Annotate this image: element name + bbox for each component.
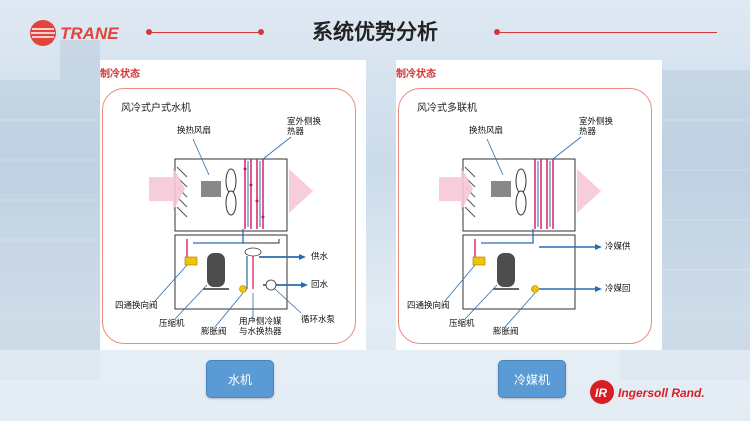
ingersoll-rand-logo: IR Ingersoll Rand. (590, 380, 705, 404)
label-return: 回水 (311, 280, 329, 290)
trane-logo: TRANE (30, 20, 119, 46)
label-expansion: 膨胀阀 (201, 327, 227, 337)
state-label: 制冷状态 (396, 69, 436, 80)
title-dot-left (146, 29, 152, 35)
label-four-way: 四通换向阀 (115, 301, 158, 311)
svg-text:IR: IR (595, 386, 607, 400)
label-compressor: 压缩机 (449, 319, 475, 329)
label-user-hx: 用户侧冷媒 与水换热器 (239, 317, 282, 337)
vrf-diagram (439, 136, 602, 328)
label-pump: 循环水泵 (301, 315, 336, 325)
water-chiller-diagram (149, 136, 313, 328)
title-dot-left-end (258, 29, 264, 35)
label-refrigerant-supply: 冷媒供 (605, 242, 631, 252)
label-outdoor-hx: 室外侧换 热器 (579, 117, 614, 137)
title-rule-left (150, 32, 260, 33)
panel-vrf: 制冷状态 风冷式多联机 (396, 60, 662, 350)
label-compressor: 压缩机 (159, 319, 185, 329)
label-refrigerant-return: 冷媒回 (605, 284, 631, 294)
diagram-frame: 风冷式户式水机 (102, 88, 356, 344)
title-rule-right (497, 32, 717, 33)
header: TRANE 系统优势分析 (0, 0, 750, 62)
label-fan: 换热风扇 (177, 126, 212, 136)
page-title: 系统优势分析 (312, 20, 438, 44)
label-expansion: 膨胀阀 (493, 327, 519, 337)
label-outdoor-hx: 室外侧换 热器 (287, 117, 322, 137)
brand-text: TRANE (60, 24, 119, 43)
panel-water-chiller: 制冷状态 风冷式户式水机 (100, 60, 366, 350)
water-chiller-button[interactable]: 水机 (206, 360, 274, 398)
ir-brand-text: Ingersoll Rand. (618, 386, 705, 400)
state-label: 制冷状态 (100, 69, 140, 80)
refrigerant-button[interactable]: 冷媒机 (498, 360, 566, 398)
diagram-frame: 风冷式多联机 (398, 88, 652, 344)
diagram-title: 风冷式多联机 (417, 103, 477, 114)
label-four-way: 四通换向阀 (407, 301, 450, 311)
diagram-title: 风冷式户式水机 (121, 103, 191, 114)
label-fan: 换热风扇 (469, 126, 504, 136)
label-supply: 供水 (311, 252, 329, 262)
